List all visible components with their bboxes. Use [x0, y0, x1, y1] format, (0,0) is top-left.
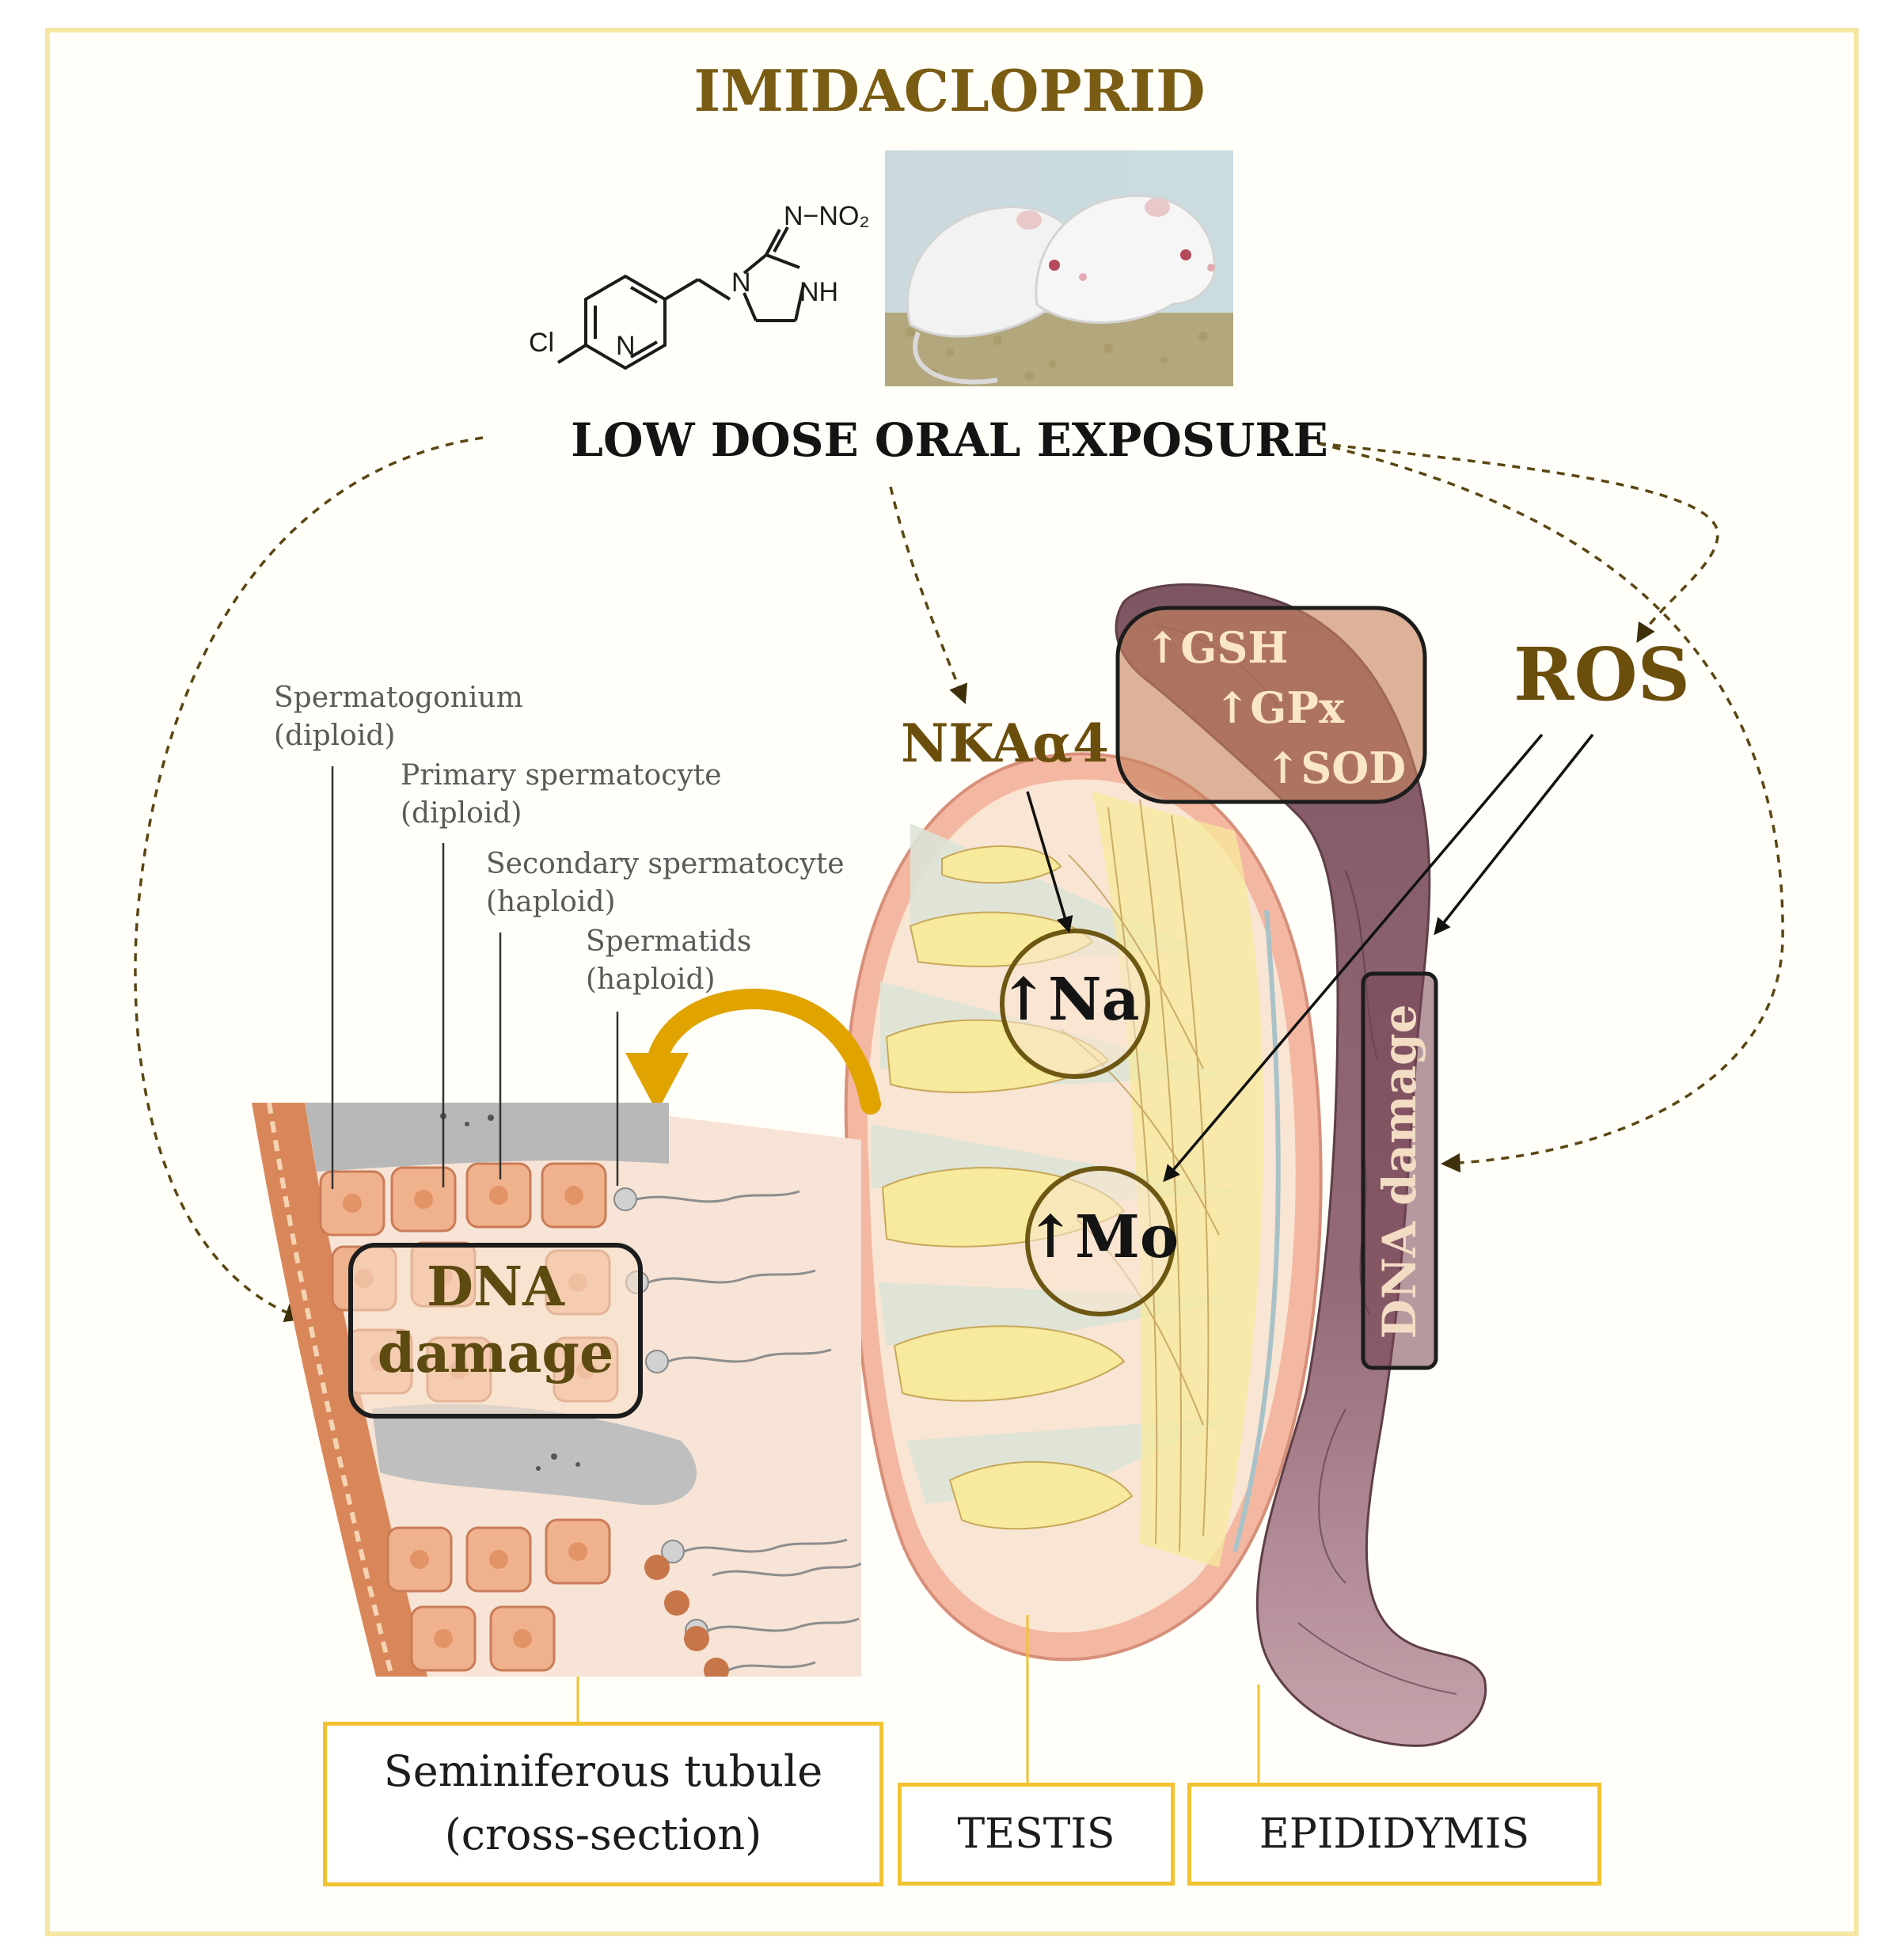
molybdenum-label: ↑Mo [1026, 1203, 1179, 1271]
ring-nitrogen-label: N [731, 268, 751, 298]
spermatogonium-label: Spermatogonium (diploid) [274, 679, 523, 755]
dna-damage-tubule-line1: DNA [427, 1255, 564, 1319]
testis-label-box: TESTIS [898, 1783, 1175, 1886]
label-leader-lines [576, 1615, 1260, 1783]
amine-label: NH [799, 277, 839, 307]
gsh-label: ↑GSH [1145, 622, 1289, 673]
dna-damage-epididymis-label: DNA damage [1373, 1004, 1426, 1339]
primary-spermatocyte-ploidy: (diploid) [401, 797, 522, 830]
sod-label: ↑SOD [1265, 743, 1407, 793]
dashed-arrows [134, 436, 1784, 1323]
exposure-label: LOW DOSE ORAL EXPOSURE [571, 413, 1328, 467]
rats-photo [885, 150, 1233, 386]
chlorine-label: Cl [529, 328, 555, 358]
antioxidant-box [1115, 606, 1427, 804]
spermatogonium-ploidy: (diploid) [274, 720, 396, 752]
seminiferous-tubule-label-line2: (cross-section) [444, 1810, 762, 1859]
seminiferous-tubule-label-box: Seminiferous tubule (cross-section) [323, 1722, 883, 1886]
spermatogonium-name: Spermatogonium [274, 682, 523, 714]
spermatids-name: Spermatids [586, 925, 752, 958]
seminiferous-tubule-label-line1: Seminiferous tubule [383, 1746, 823, 1796]
imidacloprid-structure [556, 226, 805, 370]
secondary-spermatocyte-name: Secondary spermatocyte [486, 848, 845, 880]
spermatids-label: Spermatids (haploid) [586, 923, 751, 999]
dna-damage-tubule-line2: damage [377, 1322, 614, 1385]
cell-leader-lines [331, 766, 619, 1189]
primary-spermatocyte-label: Primary spermatocyte (diploid) [401, 757, 722, 833]
secondary-spermatocyte-ploidy: (haploid) [486, 886, 616, 918]
figure-title: IMIDACLOPRID [693, 57, 1206, 124]
spermatids-ploidy: (haploid) [586, 963, 716, 996]
molybdenum-circle [1025, 1166, 1175, 1316]
gpx-label: ↑GPx [1214, 682, 1345, 733]
secondary-spermatocyte-label: Secondary spermatocyte (haploid) [486, 845, 845, 921]
pyridine-nitrogen-label: N [616, 331, 636, 361]
epididymis-label-box: EPIDIDYMIS [1187, 1783, 1601, 1886]
nitro-group-label: N−NO₂ [784, 201, 870, 231]
dna-damage-tubule-box: DNA damage [348, 1243, 643, 1419]
nka-alpha4-label: NKAα4 [901, 712, 1109, 774]
dna-damage-epididymis-box [1361, 971, 1438, 1370]
sodium-label: ↑Na [999, 966, 1140, 1034]
sodium-circle [1000, 929, 1150, 1079]
solid-arrows [1026, 733, 1594, 1183]
ros-label: ROS [1514, 632, 1691, 717]
enlarge-arrow [625, 989, 881, 1115]
primary-spermatocyte-name: Primary spermatocyte [401, 759, 722, 792]
